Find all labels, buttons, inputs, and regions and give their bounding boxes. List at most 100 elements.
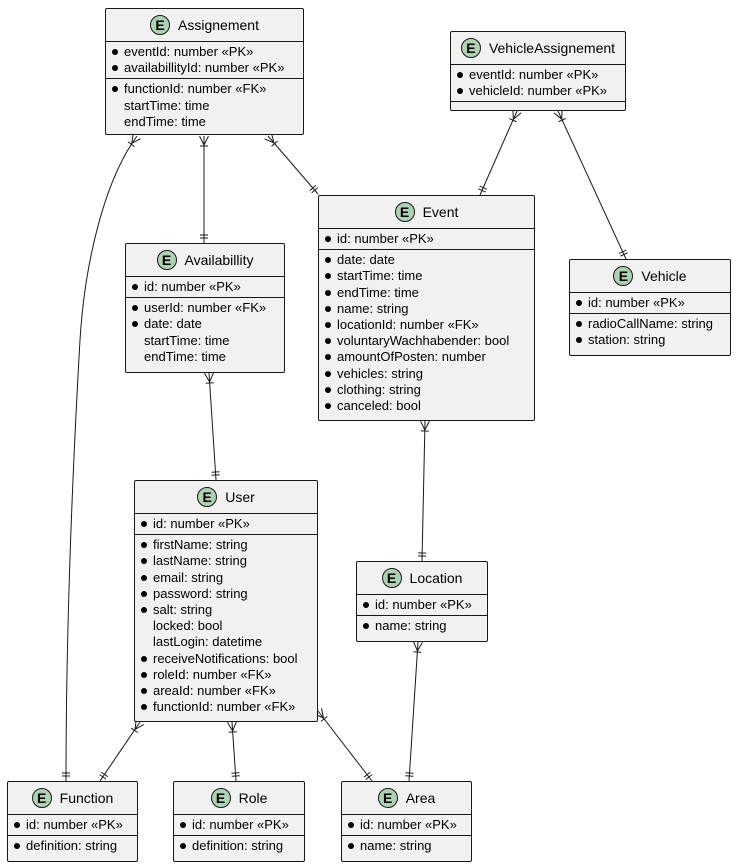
cardinality-bar-icon	[231, 772, 240, 774]
cardinality-bar-icon	[100, 771, 109, 778]
attribute-row: id: number «PK»	[363, 597, 487, 613]
cardinality-bar-icon	[231, 775, 240, 777]
attribute-text: locked: bool	[153, 618, 223, 634]
attribute-text: eventId: number «PK»	[124, 44, 254, 59]
attribute-text: id: number «PK»	[375, 597, 472, 612]
required-bullet-icon	[141, 542, 153, 549]
required-bullet-icon	[112, 86, 124, 93]
required-bullet-icon	[132, 321, 144, 328]
cardinality-bar-icon	[405, 775, 414, 777]
required-bullet-icon	[325, 236, 337, 243]
attribute-text: id: number «PK»	[360, 817, 457, 832]
required-bullet-icon	[363, 623, 375, 630]
required-bullet-icon	[325, 338, 337, 345]
required-bullet-icon	[112, 65, 124, 72]
crows-foot-icon	[209, 372, 214, 383]
required-bullet-icon	[325, 305, 337, 312]
key-attributes-section: id: number «PK»	[8, 814, 137, 835]
attribute-row: endTime: time	[112, 114, 303, 130]
key-attributes-section: id: number «PK»	[342, 814, 471, 835]
required-bullet-icon	[141, 671, 153, 678]
relation-line	[557, 110, 627, 260]
attribute-row: password: string	[141, 586, 317, 602]
attribute-row: endTime: time	[325, 285, 534, 301]
entity-title: Location	[409, 570, 463, 586]
cardinality-bar-icon	[228, 731, 237, 733]
attributes-section: name: string	[357, 615, 487, 636]
entity-title: Event	[422, 204, 459, 220]
cardinality-bar-icon	[365, 774, 373, 780]
attribute-row: name: string	[325, 301, 534, 317]
relation-line	[267, 135, 319, 195]
cardinality-bar-icon	[363, 771, 371, 778]
attribute-row: canceled: bool	[325, 398, 534, 414]
attribute-row: eventId: number «PK»	[457, 67, 625, 83]
crows-foot-icon	[131, 133, 134, 144]
required-bullet-icon	[325, 370, 337, 377]
cardinality-bar-icon	[405, 772, 414, 774]
attribute-text: name: string	[337, 300, 409, 316]
required-bullet-icon	[132, 284, 144, 291]
cardinality-bar-icon	[127, 141, 135, 147]
relation-line	[99, 721, 141, 782]
attribute-text: password: string	[153, 585, 248, 601]
required-bullet-icon	[457, 72, 469, 79]
attributes-section: name: string	[342, 835, 471, 856]
relation-assignement-availabillity	[199, 135, 209, 243]
cardinality-bar-icon	[99, 774, 107, 780]
attribute-row: definition: string	[180, 838, 304, 854]
required-bullet-icon	[363, 602, 375, 609]
attribute-text: roleId: number «FK»	[153, 666, 272, 682]
attribute-text: functionId: number «FK»	[153, 699, 296, 715]
cardinality-bar-icon	[311, 187, 319, 194]
cardinality-bar-icon	[413, 651, 422, 653]
attribute-row: id: number «PK»	[141, 516, 317, 532]
attribute-text: locationId: number «FK»	[337, 316, 479, 332]
attribute-row: id: number «PK»	[576, 295, 730, 311]
attribute-text: firstName: string	[153, 537, 248, 553]
attribute-row: startTime: time	[325, 268, 534, 284]
attribute-text: startTime: time	[144, 332, 230, 348]
attribute-row: date: date	[325, 252, 534, 268]
attribute-row: radioCallName: string	[576, 316, 730, 332]
required-bullet-icon	[576, 300, 588, 307]
required-bullet-icon	[112, 49, 124, 56]
required-bullet-icon	[576, 337, 588, 344]
attribute-row: receiveNotifications: bool	[141, 651, 317, 667]
entity-title: Role	[238, 790, 268, 806]
entity-badge-icon: E	[394, 202, 415, 222]
attribute-text: startTime: time	[124, 97, 210, 113]
attribute-text: name: string	[375, 618, 447, 634]
key-attributes-section: id: number «PK»	[174, 814, 304, 835]
attribute-row: startTime: time	[132, 333, 284, 349]
cardinality-bar-icon	[479, 185, 488, 190]
key-attributes-section: id: number «PK»	[570, 292, 730, 313]
relation-line	[479, 110, 518, 196]
relation-user-area	[314, 708, 373, 782]
entity-badge-icon: E	[613, 266, 634, 286]
attribute-text: definition: string	[192, 838, 284, 854]
attribute-text: endTime: time	[144, 348, 226, 364]
attribute-text: definition: string	[26, 838, 118, 854]
entity-badge-icon: E	[156, 250, 177, 270]
attribute-row: lastName: string	[141, 553, 317, 569]
key-attributes-section: eventId: number «PK»vehicleId: number «P…	[451, 64, 625, 101]
attribute-row: salt: string	[141, 602, 317, 618]
